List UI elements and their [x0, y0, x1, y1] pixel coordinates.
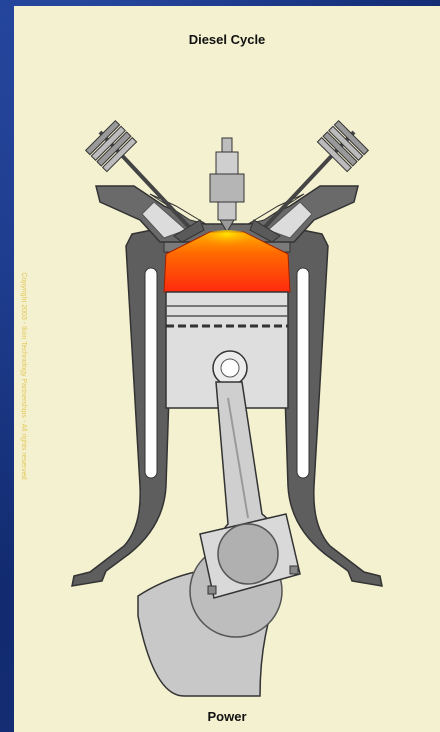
stroke-label: Power [14, 709, 440, 724]
diagram-panel: Diesel Cycle Copyright 2003 - Ikon Techn… [14, 6, 440, 732]
coolant-channel-left [145, 268, 157, 478]
crankshaft-icon [138, 514, 300, 696]
fuel-injector-icon [210, 138, 244, 232]
crank-pin [218, 524, 278, 584]
coolant-channel-right [297, 268, 309, 478]
engine-diagram [14, 6, 440, 732]
